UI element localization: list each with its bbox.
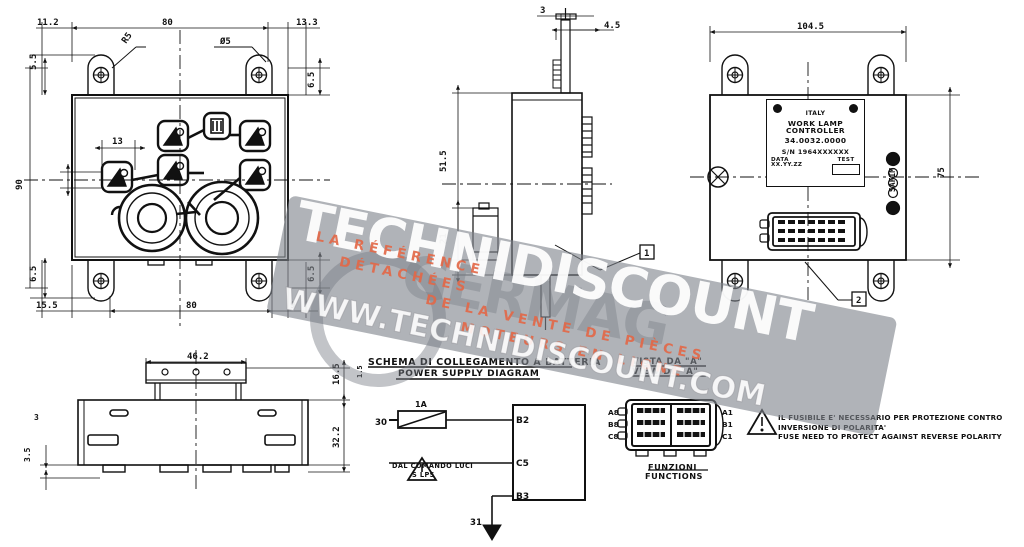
dim-rear-1045: 104.5 [797,22,824,32]
schematic-title-it: SCHEMA DI COLLEGAMENTO A BATTERIA [368,357,601,368]
connector-pin-c1: C1 [722,432,733,441]
dim-front-left-35: 3.5 [23,447,32,462]
label-test-box [832,164,860,176]
dim-front-165: 16.5 [332,363,342,385]
warning-line-2: INVERSIONE DI POLARITA' [778,422,887,432]
schematic-title-en: POWER SUPPLY DIAGRAM [398,369,540,379]
dim-inner-13: 13 [112,137,123,147]
label-data-value: XX.YY.ZZ [771,162,803,169]
safim-text: SAFIM [888,168,897,192]
connector-caption-en: FUNCTIONS [645,471,703,481]
schematic-pin-b2: B2 [516,416,530,426]
dim-top-2: 80 [162,18,173,28]
dim-left-90: 90 [15,179,25,190]
fuse-rating-label: 1A [415,400,427,409]
balloon-1-text: 1 [644,249,649,259]
connector-pin-b1: B1 [722,420,733,429]
terminal-30-label: 30 [375,418,387,428]
label-fixing-dots [773,104,858,113]
dim-front-left-3: 3 [34,413,39,422]
label-title-line2: CONTROLLER [785,126,846,136]
dim-right-2: 6.5 [307,266,317,282]
dim-left-2: 6.5 [29,266,39,282]
label-country: ITALY [805,110,826,117]
connector-view-title-en: VIEW DE "A" [632,367,699,377]
dim-bot-3: 9 [290,301,295,311]
terminal-31-label: 31 [470,518,482,528]
warning-line-1: IL FUSIBILE E' NECESSARIO PER PROTEZIONE… [778,413,1003,422]
dim-side-3: 3 [540,6,545,16]
dim-bot-1: 15.5 [36,301,58,311]
label-dot-right [849,104,858,113]
dim-front-15: 1.5 [356,365,364,378]
schematic-pin-c5: C5 [516,459,529,469]
dim-bot-2: 80 [186,301,197,311]
dim-side-45: 4.5 [604,21,620,31]
warning-text-block: IL FUSIBILE E' NECESSARIO PER PROTEZIONE… [778,413,1003,442]
dim-right-1: 6.5 [307,72,317,88]
connector-pin-c8: C8 [608,432,619,441]
label-part-number: 34.0032.0000 [784,135,847,145]
connector-view-title-it: VISTA DA "A" [632,357,703,367]
connector-pin-b8: B8 [608,420,619,429]
connector-pin-a8: A8 [608,408,619,417]
schematic-pin-b3: B3 [516,492,530,502]
label-serial-number: S/N 1964XXXXXX [781,148,850,157]
label-dot-left [773,104,782,113]
dim-side-515: 51.5 [439,150,449,172]
input-line-label-en: S LPS [412,471,435,479]
connector-pin-a1: A1 [722,408,733,417]
callout-dia5: Ø5 [219,36,231,47]
warning-line-3: FUSE NEED TO PROTECT AGAINST REVERSE POL… [778,432,1002,442]
callout-r5: R5 [120,31,134,46]
dim-left-1: 5.5 [29,54,39,70]
label-data-caption: DATA [771,156,789,163]
label-test-caption: TEST [837,156,855,163]
dim-front-322: 32.2 [332,426,342,448]
label-title-line1: WORK LAMP [787,118,844,128]
dim-front-462: 46.2 [187,352,209,362]
dim-rear-75: 75 [937,167,947,178]
connector-caption-it: FUNZIONI [648,462,697,472]
product-label: ITALY WORK LAMP CONTROLLER 34.0032.0000 … [766,99,865,187]
dim-top-1: 11.2 [37,18,59,28]
balloon-2-text: 2 [856,296,861,306]
dim-side-21: 21 [439,233,449,244]
dim-top-3: 13.3 [296,18,318,28]
input-line-label-it: DAL COMANDO LUCI [392,462,474,470]
